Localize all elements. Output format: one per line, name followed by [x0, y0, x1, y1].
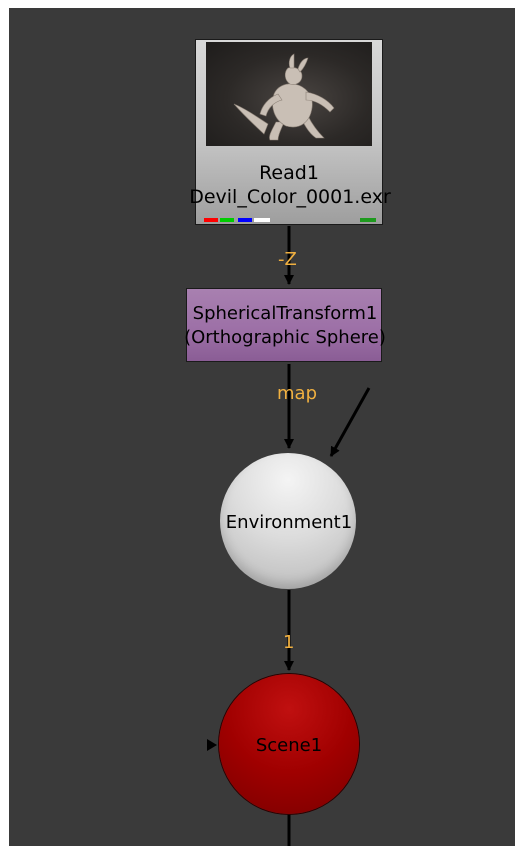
read-node[interactable]: Read1 Devil_Color_0001.exr — [189, 39, 391, 225]
spherical-transform-node[interactable]: SphericalTransform1 (Orthographic Sphere… — [184, 288, 386, 362]
wire-environment-extra-input[interactable] — [329, 387, 371, 457]
devil-creature-thumbnail-icon — [206, 42, 372, 146]
environment-node-title: Environment1 — [225, 512, 353, 533]
channel-blue-indicator — [238, 218, 252, 222]
read-status-indicator — [360, 218, 376, 222]
node-graph-canvas[interactable]: Read1 Devil_Color_0001.exr -Z SphericalT… — [9, 8, 515, 846]
channel-red-indicator — [204, 218, 218, 222]
scene-node-title: Scene1 — [255, 735, 323, 756]
read-node-filename: Devil_Color_0001.exr — [189, 186, 391, 208]
spherical-transform-title: SphericalTransform1 — [192, 303, 378, 324]
scene-input-arrow-icon[interactable] — [207, 739, 217, 751]
wire-label-map: map — [277, 383, 317, 404]
wire-label-axis: -Z — [278, 249, 297, 270]
scene-node[interactable] — [219, 674, 359, 814]
channel-green-indicator — [220, 218, 234, 222]
node-wires — [207, 226, 371, 846]
spherical-transform-subtitle: (Orthographic Sphere) — [184, 327, 386, 348]
read-node-title: Read1 — [259, 162, 319, 184]
environment-node[interactable] — [220, 453, 356, 589]
wire-label-input-1: 1 — [283, 632, 295, 653]
channel-alpha-indicator — [254, 218, 270, 222]
